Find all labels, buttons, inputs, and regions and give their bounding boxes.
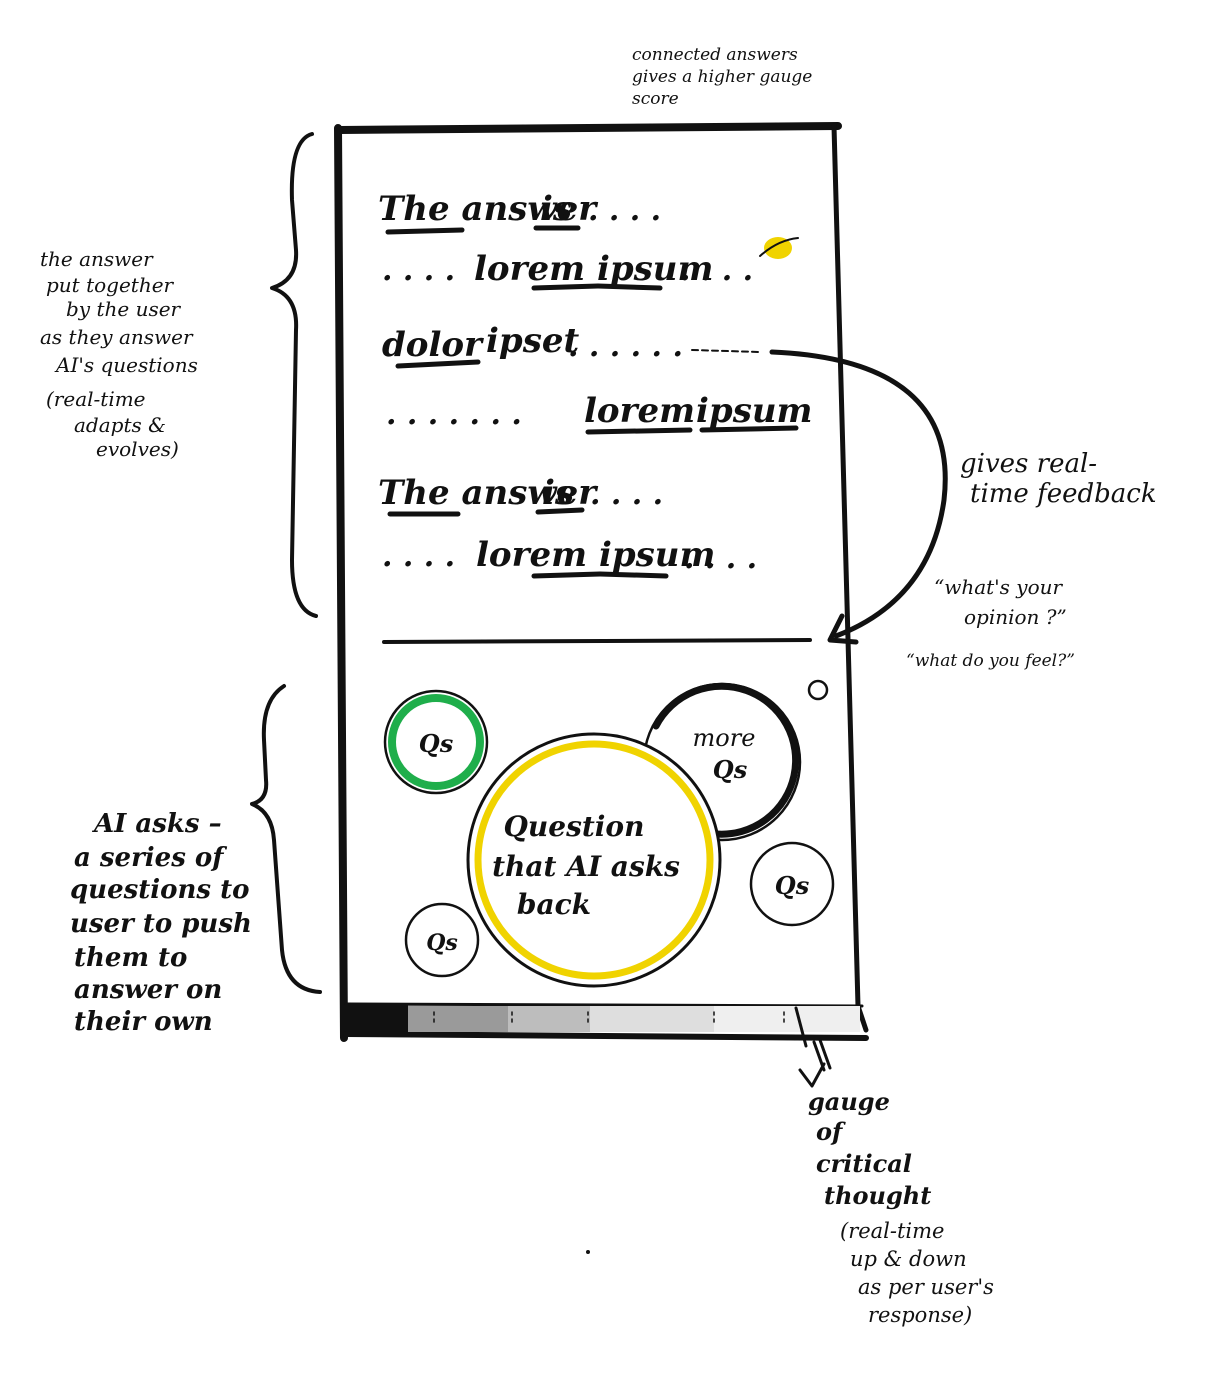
gauge-note-6: up & down (850, 1247, 967, 1271)
answer-line-4-a: . . . . . . . (386, 397, 522, 432)
answer-line-5-b: is (542, 473, 574, 513)
answer-line-1-a: The answer (378, 189, 598, 229)
gauge-segment-4 (714, 1006, 860, 1032)
right-note-feedback-2: time feedback (970, 479, 1157, 509)
top-note: connected answers gives a higher gauge s… (632, 45, 812, 109)
left-note-ai-2: a series of (74, 843, 227, 873)
gauge-note-8: response) (868, 1303, 972, 1327)
answer-line-2-b: lorem ipsum (474, 249, 713, 289)
answer-line-2-a: . . . . (382, 253, 455, 288)
bubble-more-qs-line-2: Qs (713, 755, 748, 784)
answer-line-1-c: . . . . (588, 193, 661, 228)
panel-divider (382, 638, 812, 644)
top-note-line-1: connected answers (632, 45, 798, 65)
right-note-feedback: gives real- time feedback (960, 449, 1157, 509)
bubble-qs-green-label: Qs (419, 729, 454, 758)
bubble-main-line-2: that AI asks (492, 850, 680, 883)
bubble-main-line-3: back (517, 888, 591, 921)
bubble-qs-right[interactable]: Qs (749, 841, 835, 927)
stray-dot (586, 1250, 590, 1254)
bubble-qs-bottom[interactable]: Qs (404, 902, 480, 978)
planet-doodle (759, 237, 799, 259)
gauge-segment-1 (408, 1006, 508, 1032)
left-note-ai-7: their own (74, 1007, 213, 1037)
gauge-note-1: gauge (808, 1087, 890, 1116)
gauge-arrow (794, 1006, 832, 1088)
left-note-answer-4: as they answer (40, 325, 194, 349)
left-note-ai-6: answer on (74, 975, 222, 1005)
gauge-note-3: critical (816, 1149, 912, 1178)
gauge-bar (346, 1004, 860, 1034)
gauge-segment-2 (508, 1006, 590, 1032)
answer-line-2-c: . . . . (680, 253, 753, 288)
answer-line-3-a: dolor (382, 325, 484, 365)
gauge-note-7: as per user's (858, 1275, 994, 1299)
answer-line-6-b: lorem ipsum (476, 535, 715, 575)
left-note-ai-5: them to (74, 943, 187, 973)
top-note-line-3: score (632, 89, 679, 109)
top-note-line-2: gives a higher gauge (632, 67, 812, 87)
bubble-qs-right-label: Qs (775, 871, 810, 900)
feedback-arrow (769, 349, 948, 645)
gauge-segment-3 (590, 1006, 714, 1032)
answer-line-3-b: ipset (486, 321, 579, 361)
right-note-feedback-1: gives real- (960, 449, 1097, 479)
gauge-note-5: (real-time (840, 1219, 945, 1243)
answer-panel: The answer is . . . . . . . . lorem ipsu… (378, 189, 813, 579)
bubble-more-qs-line-1: more (693, 724, 756, 752)
right-quote-3: “what do you feel?” (906, 651, 1075, 671)
answer-line-5-c: . . . . (590, 477, 663, 512)
left-note-ai-4: user to push (70, 909, 252, 939)
right-quotes: “what's your opinion ?” “what do you fee… (906, 575, 1075, 671)
bubble-qs-green[interactable]: Qs (383, 689, 489, 795)
gauge-fill-dark (346, 1004, 408, 1034)
answer-line-4-c: ipsum (696, 391, 813, 431)
left-note-answer-2: put together (46, 273, 175, 297)
gauge-note-2: of (816, 1117, 846, 1146)
small-dot-circle (807, 679, 829, 701)
right-quote-1: “what's your (934, 575, 1064, 599)
answer-line-6-a: . . . . (382, 539, 455, 574)
left-note-ai: AI asks – a series of questions to user … (70, 809, 252, 1037)
left-note-answer-7: adapts & (74, 413, 166, 437)
left-note-answer-1: the answer (40, 247, 154, 271)
bubble-main-line-1: Question (504, 810, 645, 843)
left-note-answer-5: AI's questions (54, 353, 198, 377)
left-note-answer-3: by the user (66, 297, 182, 321)
answer-line-3-c: . . . . . . (568, 329, 683, 364)
answer-line-4-b: lorem (584, 391, 695, 431)
left-note-ai-1: AI asks – (91, 809, 222, 839)
left-note-ai-3: questions to (70, 875, 249, 905)
gauge-note: gauge of critical thought (real-time up … (808, 1087, 994, 1327)
left-brace-ai (250, 684, 322, 994)
bubble-qs-bottom-label: Qs (426, 930, 458, 956)
left-note-answer-6: (real-time (46, 387, 146, 411)
left-note-answer-8: evolves) (96, 437, 179, 461)
bubble-main-question[interactable]: Question that AI asks back (466, 732, 722, 988)
answer-line-1-b: is (540, 189, 572, 229)
answer-line-5-a: The answer (378, 473, 598, 513)
left-note-answer: the answer put together by the user as t… (40, 247, 198, 461)
right-quote-2: opinion ?” (964, 605, 1067, 629)
left-brace-answer (270, 132, 318, 618)
answer-line-6-c: . . . . (684, 541, 757, 576)
gauge-note-4: thought (824, 1181, 931, 1210)
